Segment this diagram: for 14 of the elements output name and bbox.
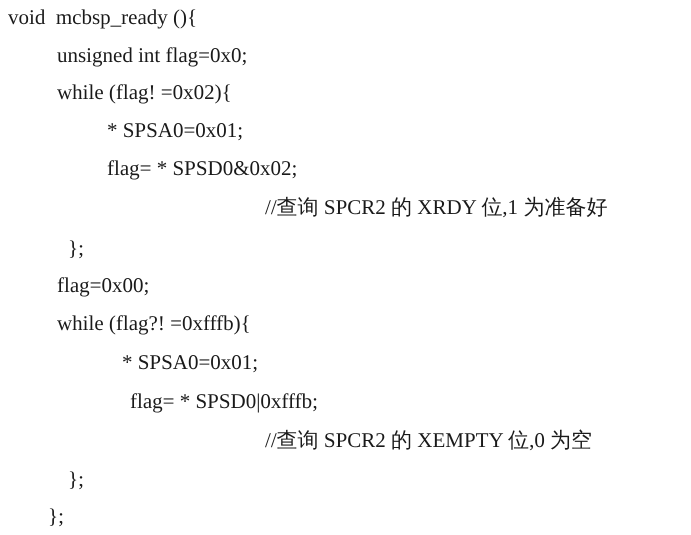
code-line: flag= * SPSD0|0xfffb;: [130, 388, 318, 414]
code-line: flag= * SPSD0&0x02;: [107, 155, 298, 181]
code-line: };: [48, 503, 64, 529]
code-line: * SPSA0=0x01;: [107, 117, 244, 143]
code-line: };: [68, 466, 84, 492]
code-line: flag=0x00;: [57, 272, 150, 298]
code-line: * SPSA0=0x01;: [122, 349, 258, 375]
code-line: while (flag! =0x02){: [57, 79, 232, 105]
code-comment: //查询 SPCR2 的 XEMPTY 位,0 为空: [265, 427, 592, 453]
code-comment: //查询 SPCR2 的 XRDY 位,1 为准备好: [265, 194, 608, 220]
code-line: while (flag?! =0xfffb){: [57, 310, 251, 336]
code-line: unsigned int flag=0x0;: [57, 42, 248, 68]
code-line: };: [68, 235, 84, 261]
code-line: void mcbsp_ready (){: [8, 4, 198, 30]
